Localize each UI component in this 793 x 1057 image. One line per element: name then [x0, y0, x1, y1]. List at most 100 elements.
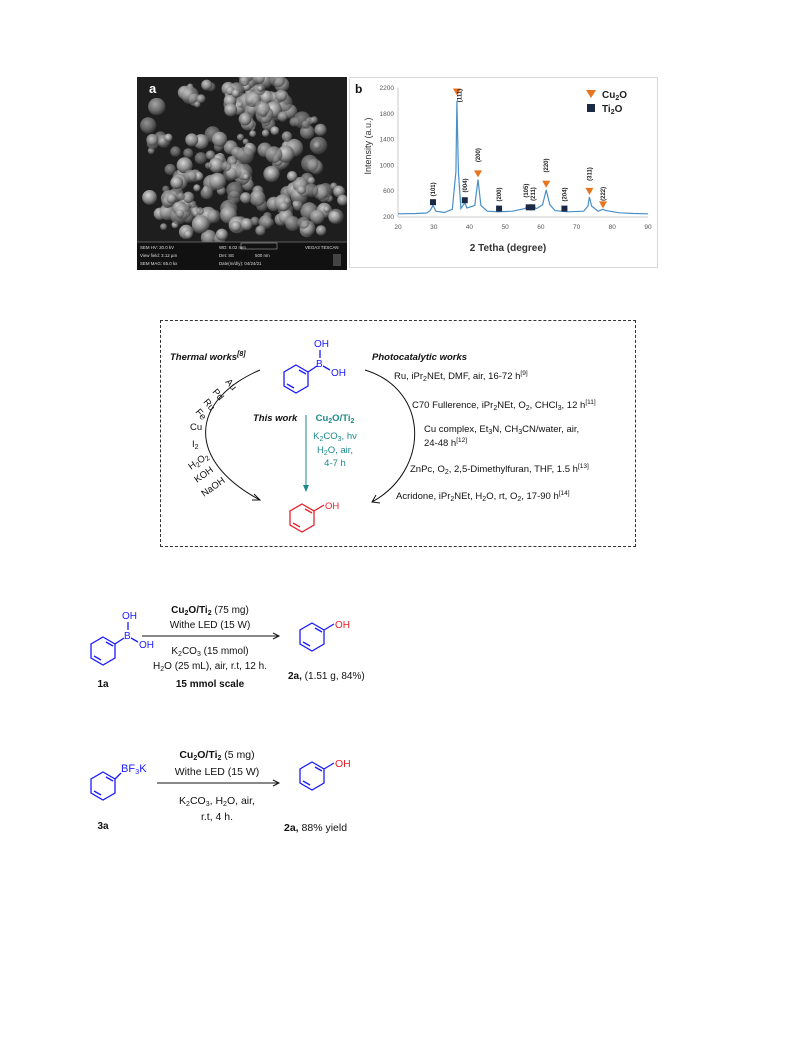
label-1a: 1a: [97, 679, 109, 690]
sem-particle: [196, 94, 206, 103]
legend-marker-ti2o: [587, 104, 595, 112]
atom-oh-1a-top: OH: [122, 611, 137, 622]
photocatalytic-arc-arrow: [364, 369, 416, 503]
bf3k-group: BF3K: [121, 763, 147, 776]
phenol-2a-structure: OH: [299, 620, 350, 652]
gram-product-label: 2a, (1.51 g, 84%): [288, 671, 365, 682]
peak-label: (211): [531, 187, 537, 201]
sem-particle: [239, 77, 250, 87]
sem-particle: [215, 228, 228, 241]
atom-oh-phenol: OH: [325, 501, 339, 512]
sem-particle: [301, 154, 319, 173]
legend-marker-cu2o: [586, 90, 596, 98]
atom-oh-right: OH: [331, 368, 346, 379]
sem-particle: [231, 89, 240, 98]
sem-particle: [208, 172, 227, 190]
catalyst-cu2o-tio2: Cu2O/Ti2: [316, 413, 355, 425]
cu2o-peak-marker: [585, 187, 594, 195]
sem-particle: [275, 89, 288, 102]
sem-particle: [208, 157, 224, 173]
y-tick-label: 1400: [380, 137, 395, 144]
sem-particle: [148, 97, 166, 116]
sem-info-wd: WD: 6.02 mm: [219, 245, 246, 250]
label-3a: 3a: [97, 821, 109, 832]
sem-particle: [221, 161, 232, 172]
peak-label: (222): [601, 187, 607, 201]
sem-particle: [238, 112, 252, 126]
peak-label: (200): [476, 148, 482, 162]
sem-particle: [252, 77, 265, 85]
sem-particle: [258, 215, 273, 230]
bf3k-product-label: 2a, 88% yield: [284, 822, 347, 834]
sem-particle: [240, 218, 253, 231]
phenol-structure: OH: [289, 501, 339, 533]
sem-info-hv: SEM HV: 20.0 kV: [140, 245, 174, 250]
sem-particle: [237, 101, 243, 108]
ti2o-peak-marker: [430, 199, 436, 206]
this-work-label: This work: [253, 413, 298, 424]
gram-solvent: H2O (25 mL), air, r.t, 12 h.: [153, 661, 267, 673]
phenol-2a-structure-bf3k: OH: [299, 758, 351, 791]
sem-particle: [270, 126, 280, 135]
sem-particle: [140, 117, 157, 134]
peak-label: (200): [497, 188, 503, 202]
peak-label: (311): [587, 167, 593, 181]
photo-condition-3-time: 24-48 h[12]: [424, 437, 467, 449]
y-tick-label: 2200: [380, 85, 395, 92]
photo-condition-4: ZnPc, O2, 2,5-Dimethylfuran, THF, 1.5 h[…: [410, 463, 589, 476]
ti2o-peak-marker: [561, 205, 568, 212]
ti2o-peak-marker: [496, 205, 503, 212]
sem-particle: [323, 205, 331, 213]
x-axis-label: 2 Tetha (degree): [470, 243, 547, 254]
sem-particle: [182, 191, 195, 203]
sem-particle: [200, 229, 217, 246]
ti2o-peak-marker: [529, 204, 536, 211]
x-tick-label: 40: [466, 224, 474, 231]
tescan-logo: [333, 254, 341, 266]
x-tick-label: 80: [609, 224, 617, 231]
sem-particle: [297, 216, 310, 229]
sem-particle: [240, 192, 252, 204]
sem-particle: [183, 169, 197, 183]
thermal-i2: I2: [192, 439, 199, 451]
x-tick-label: 50: [502, 224, 510, 231]
sem-particle: [315, 225, 327, 236]
sem-particle: [183, 148, 194, 159]
thermal-cu: Cu: [190, 422, 202, 433]
sem-particle: [160, 223, 168, 231]
bf3k-light: Withe LED (15 W): [175, 766, 260, 778]
sem-particle: [181, 86, 199, 105]
scheme-bf3k: BF3K 3a Cu2O/Ti2 (5 mg) Withe LED (15 W)…: [90, 749, 351, 834]
sem-particle: [261, 129, 270, 137]
sem-particle: [310, 116, 318, 124]
sem-micrograph: a SEM HV: 20.0 kV WD: 6.02 mm VEGA3 TESC…: [137, 77, 347, 270]
sem-particle: [257, 85, 264, 92]
y-tick-label: 600: [383, 188, 394, 195]
sem-particle: [191, 215, 210, 233]
gram-scale-label: 15 mmol scale: [176, 679, 245, 690]
x-tick-label: 30: [430, 224, 438, 231]
sem-particle: [189, 200, 197, 208]
sem-particle: [201, 79, 212, 91]
sem-particle: [170, 146, 181, 157]
sem-particle: [292, 200, 303, 211]
photo-condition-3: Cu complex, Et3N, CH3CN/water, air,: [424, 424, 579, 436]
scheme-overview-box: [160, 320, 636, 547]
bf3k-conditions: K2CO3, H2O, air,: [179, 795, 255, 808]
sem-particle: [200, 186, 213, 200]
sem-particle: [175, 209, 184, 218]
sem-particle: [296, 185, 306, 195]
sem-particle: [164, 163, 176, 176]
sem-particle: [281, 131, 293, 142]
sem-particle: [194, 152, 207, 165]
sem-particles: [140, 77, 347, 246]
y-tick-label: 1000: [380, 162, 395, 169]
sem-particle: [224, 103, 238, 117]
sem-particle: [278, 201, 289, 212]
sem-particle: [286, 171, 298, 182]
condition-base-light: K2CO3, hν: [313, 431, 357, 443]
metal-au: Au: [223, 377, 239, 393]
chart-legend: Cu2O Ti2O: [586, 90, 627, 116]
sem-particle: [230, 220, 242, 232]
